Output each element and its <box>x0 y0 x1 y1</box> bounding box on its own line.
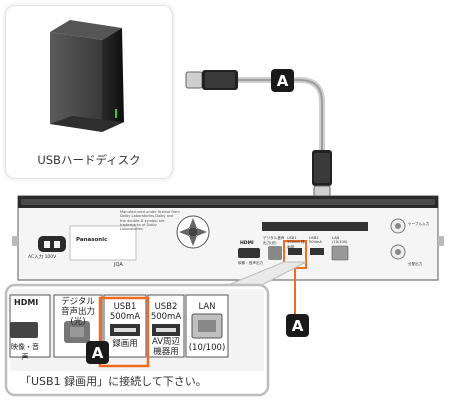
detail-usb1-sub-label: 録画用 <box>112 339 138 349</box>
brand-label: Panasonic <box>76 237 108 243</box>
detail-usb1-label: USB1 500mA <box>109 302 141 322</box>
hdd-label: USBハードディスク <box>37 153 141 167</box>
power-led <box>115 109 117 118</box>
detail-hdmi-label: HDMI <box>14 298 39 307</box>
digital-audio-label: デジタル音声出力(光) <box>263 236 285 245</box>
instruction-caption: 「USB1 録画用」に接続して下さい。 <box>20 375 207 388</box>
cable-out-label: 分配出力 <box>408 262 423 266</box>
detail-lan-label: LAN <box>198 302 216 312</box>
marker-a-right: A <box>286 314 309 337</box>
marker-a-detail: A <box>86 341 109 364</box>
usb-hdd-card: USBハードディスク <box>6 6 172 178</box>
marker-a-top: A <box>271 69 294 92</box>
cable-in-label: ケーブル入力 <box>408 222 430 226</box>
marker-a-right-text: A <box>292 317 304 335</box>
hdmi-sub-label: 映像・音声出力 <box>238 261 264 265</box>
detail-usb2-sub-label: AV周辺 機器用 <box>151 337 181 357</box>
usb-hdd-illustration <box>50 20 124 132</box>
jqa-label: JQA <box>114 262 123 268</box>
usb1-label: USB1 500mA 録画用 <box>287 236 305 249</box>
lan-label: LAN (10/100) <box>332 236 348 244</box>
detail-usb2-label: USB2 500mA <box>150 302 182 322</box>
ac-in-label: AC入力 100V <box>28 255 57 260</box>
marker-a-top-text: A <box>277 72 289 90</box>
dolby-notice: Manufactured under license from Dolby La… <box>120 210 180 232</box>
marker-a-detail-text: A <box>92 344 104 362</box>
usb2-label: USB2 500mA <box>309 236 322 244</box>
detail-lan-sub-label: (10/100) <box>188 343 226 353</box>
detail-hdmi-sub-label: 映像・音声 <box>11 343 39 361</box>
hdmi-label: HDMI <box>240 241 254 246</box>
detail-digital-label: デジタル 音声出力(光) <box>60 297 95 327</box>
